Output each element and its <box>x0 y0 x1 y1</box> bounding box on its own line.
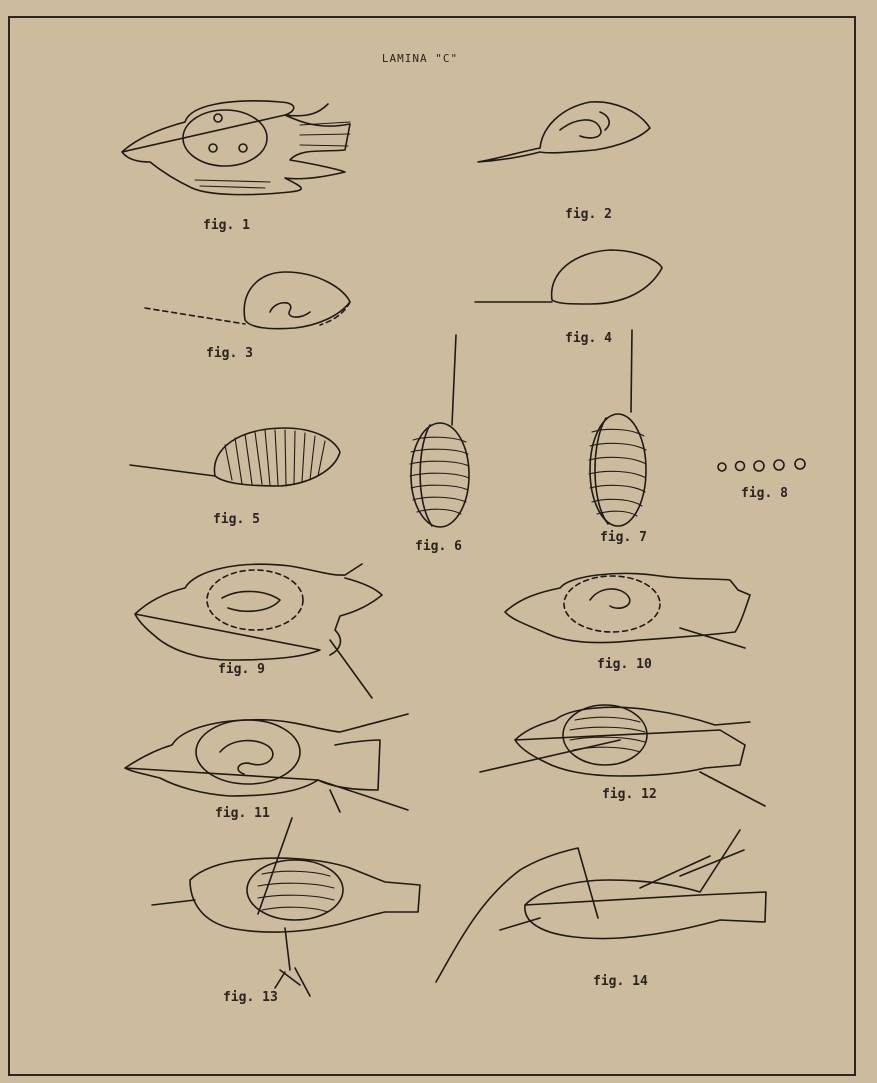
fig-13-bird-drawing <box>152 818 420 996</box>
fig-4-caption: fig. 4 <box>565 331 612 346</box>
fig-13-caption: fig. 13 <box>223 990 278 1005</box>
fig-2-organ-drawing <box>478 102 650 162</box>
fig-10-bird-drawing <box>505 573 750 648</box>
fig-14-caption: fig. 14 <box>593 974 648 989</box>
fig-9-bird-drawing <box>135 564 382 698</box>
fig-14-bird-drawing <box>436 830 766 982</box>
fig-7-cocoon-drawing <box>589 330 646 526</box>
fig-1-bird-drawing <box>122 101 350 195</box>
fig-11-caption: fig. 11 <box>215 806 270 821</box>
fig-9-caption: fig. 9 <box>218 662 265 677</box>
fig-1-caption: fig. 1 <box>203 218 250 233</box>
fig-12-caption: fig. 12 <box>602 787 657 802</box>
fig-8-caption: fig. 8 <box>741 486 788 501</box>
fig-7-caption: fig. 7 <box>600 530 647 545</box>
fig-5-caption: fig. 5 <box>213 512 260 527</box>
fig-10-caption: fig. 10 <box>597 657 652 672</box>
fig-6-caption: fig. 6 <box>415 539 462 554</box>
fig-3-sac-drawing <box>145 272 350 329</box>
fig-3-caption: fig. 3 <box>206 346 253 361</box>
fig-6-cocoon-drawing <box>410 335 469 527</box>
fig-8-circles-drawing <box>718 459 805 471</box>
fig-5-hatched-sac-drawing <box>130 428 340 486</box>
fig-2-caption: fig. 2 <box>565 207 612 222</box>
fig-4-sac-drawing <box>475 250 662 304</box>
fig-11-bird-drawing <box>125 714 408 812</box>
